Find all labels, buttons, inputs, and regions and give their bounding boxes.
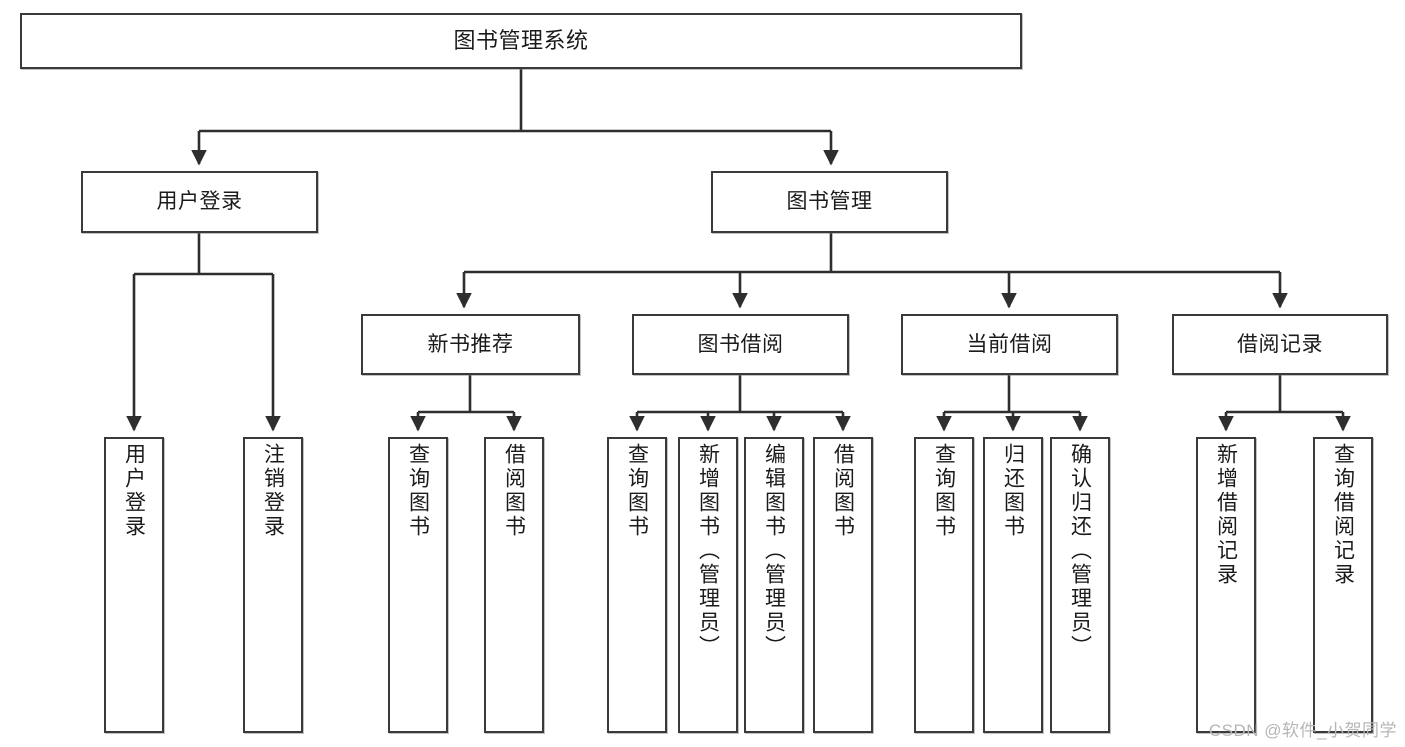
node-label: 查询借阅记录	[1331, 443, 1355, 587]
node-label: 图书管理	[786, 190, 873, 214]
node-current-borrow[interactable]: 当前借阅	[901, 314, 1118, 375]
node-label: 查询图书	[625, 443, 649, 539]
node-user-login[interactable]: 用户登录	[81, 171, 318, 233]
node-label: 借阅记录	[1237, 332, 1323, 356]
node-leaf-confirm-return-admin[interactable]: 确认归还（管理员）	[1050, 437, 1110, 733]
node-new-book-recommend[interactable]: 新书推荐	[361, 314, 580, 375]
node-leaf-return-book[interactable]: 归还图书	[983, 437, 1043, 733]
node-label: 编辑图书（管理员）	[762, 443, 786, 659]
node-leaf-add-borrow-record[interactable]: 新增借阅记录	[1196, 437, 1256, 733]
node-leaf-query-book-borrow[interactable]: 查询图书	[607, 437, 667, 733]
node-leaf-query-book-current[interactable]: 查询图书	[914, 437, 974, 733]
node-book-management[interactable]: 图书管理	[711, 171, 948, 233]
node-label: 用户登录	[122, 443, 146, 539]
node-root-system[interactable]: 图书管理系统	[20, 13, 1022, 69]
node-label: 注销登录	[261, 443, 285, 539]
node-borrow-record[interactable]: 借阅记录	[1172, 314, 1388, 375]
node-label: 新增图书（管理员）	[696, 443, 720, 659]
watermark-text: CSDN @软件_小贺同学	[1208, 721, 1397, 740]
node-leaf-query-borrow-record[interactable]: 查询借阅记录	[1313, 437, 1373, 733]
node-label: 借阅图书	[502, 443, 526, 539]
node-leaf-edit-book-admin[interactable]: 编辑图书（管理员）	[744, 437, 804, 733]
node-leaf-query-book-recommend[interactable]: 查询图书	[388, 437, 448, 733]
node-label: 当前借阅	[966, 332, 1053, 356]
node-label: 图书借阅	[697, 332, 784, 356]
node-label: 用户登录	[156, 190, 243, 214]
node-leaf-add-book-admin[interactable]: 新增图书（管理员）	[678, 437, 738, 733]
node-label: 图书管理系统	[453, 27, 589, 53]
node-label: 归还图书	[1001, 443, 1025, 539]
node-leaf-user-login[interactable]: 用户登录	[104, 437, 164, 733]
node-label: 查询图书	[932, 443, 956, 539]
node-label: 确认归还（管理员）	[1068, 443, 1092, 659]
node-label: 查询图书	[406, 443, 430, 539]
node-label: 借阅图书	[831, 443, 855, 539]
node-label: 新增借阅记录	[1214, 443, 1238, 587]
node-label: 新书推荐	[427, 332, 514, 356]
node-leaf-borrow-book[interactable]: 借阅图书	[813, 437, 873, 733]
node-leaf-borrow-book-recommend[interactable]: 借阅图书	[484, 437, 544, 733]
node-book-borrow[interactable]: 图书借阅	[632, 314, 849, 375]
node-leaf-logout[interactable]: 注销登录	[243, 437, 303, 733]
